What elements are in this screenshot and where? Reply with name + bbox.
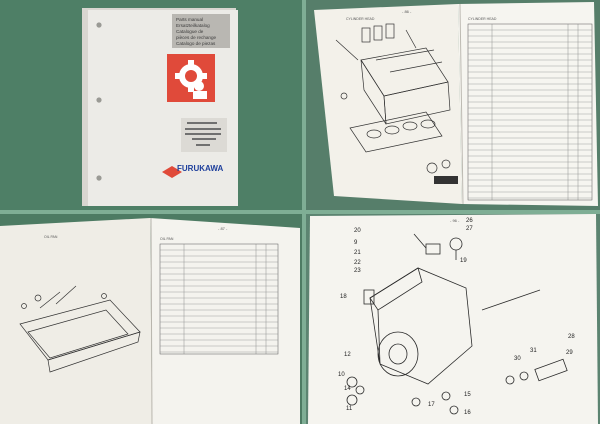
page-number-oil: - 87 - (218, 226, 228, 231)
page-number-left: - 86 - (402, 9, 412, 14)
callout: 21 (354, 250, 361, 256)
section-header-left: CYLINDER HEAD (346, 17, 375, 21)
callout: 26 (466, 218, 473, 224)
callout: 30 (514, 356, 521, 362)
cylinder-head-svg: - 86 - CYLINDER HEAD CYLINDER HEAD (306, 0, 600, 210)
injection-pump-page-photo: - 96 - (306, 214, 600, 424)
oil-pan-page-photo: OIL PAN - 87 - OIL PAN (0, 214, 302, 424)
callout: 27 (466, 226, 473, 232)
callout: 22 (354, 260, 361, 266)
callout: 20 (354, 228, 361, 234)
catalogue-cover-photo: Parts manual Ersatzteilkatalog Catalogue… (0, 0, 302, 210)
callout: 15 (464, 392, 471, 398)
pump-svg: - 96 - (306, 214, 600, 424)
oil-pan-header-left: OIL PAN (44, 235, 58, 239)
callout: 9 (354, 240, 358, 246)
exploded-diagram-injection-pump (346, 233, 568, 415)
oil-pan-svg: OIL PAN - 87 - OIL PAN (0, 214, 302, 424)
callout: 31 (530, 348, 537, 354)
callout: 10 (338, 372, 345, 378)
callout: 29 (566, 350, 573, 356)
cover-brand: FURUKAWA (177, 164, 223, 173)
oil-pan-header-right: OIL PAN (160, 237, 174, 241)
callout: 14 (344, 386, 351, 392)
furukawa-logo-icon (162, 166, 182, 178)
part-callouts: 26 27 20 9 21 22 23 19 18 28 30 31 29 12… (338, 218, 575, 416)
cylinder-head-page-photo: - 86 - CYLINDER HEAD CYLINDER HEAD (306, 0, 600, 210)
cover-svg: Parts manual Ersatzteilkatalog Catalogue… (0, 0, 302, 210)
callout: 11 (346, 406, 353, 412)
callout: 16 (464, 410, 471, 416)
callout: 18 (340, 294, 347, 300)
section-header-right: CYLINDER HEAD (468, 17, 497, 21)
callout: 28 (568, 334, 575, 340)
exploded-diagram-oil-pan (19, 285, 141, 373)
callout: 23 (354, 268, 361, 274)
cover-title-1: Parts manual (176, 17, 203, 22)
callout: 17 (428, 402, 435, 408)
exploded-diagram-cylinder-head (335, 23, 451, 174)
cover-title-5: Catalogo de piezas (176, 41, 216, 46)
gear-person-icon (175, 60, 207, 99)
cover-title-2: Ersatzteilkatalog (176, 23, 210, 28)
page-number-pump: - 96 - (450, 218, 460, 223)
cover-title-3: Catalogue de (176, 29, 204, 34)
cover-title-4: pièces de rechange (176, 35, 217, 40)
callout: 12 (344, 352, 351, 358)
callout: 19 (460, 258, 467, 264)
